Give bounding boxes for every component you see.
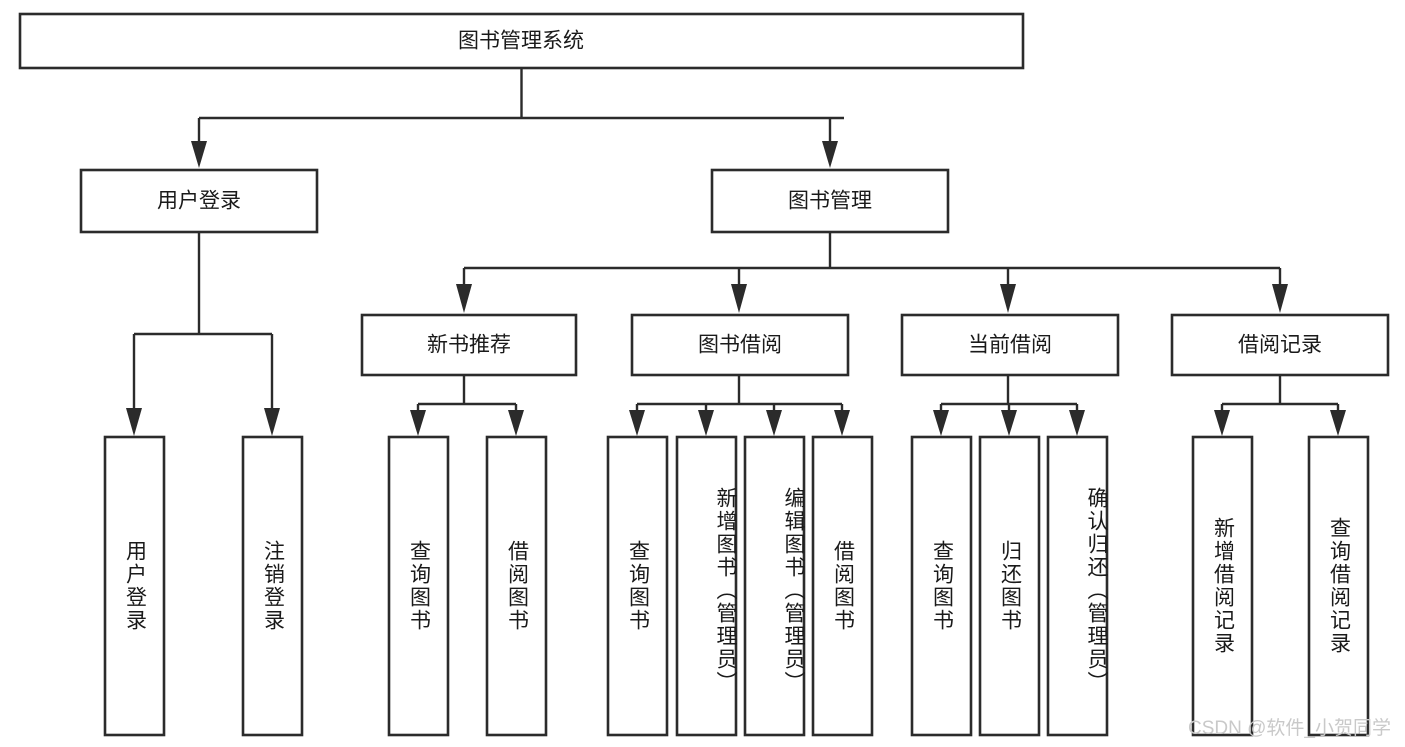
connector-borrowrecord-to-leaves bbox=[1214, 376, 1346, 436]
node-current-borrow-box[interactable] bbox=[900, 313, 1120, 377]
arrow-head-leaf-add-record bbox=[1214, 410, 1230, 436]
node-new-book-recommend-box[interactable] bbox=[360, 313, 578, 377]
arrow-head-leaf-return-book bbox=[1001, 410, 1017, 436]
arrow-head-leaf-logout-login bbox=[264, 408, 280, 436]
arrow-head-book-borrow bbox=[731, 284, 747, 313]
leaf-box-query-book-1[interactable] bbox=[387, 435, 450, 737]
csdn-watermark: CSDN @软件_小贺同学 bbox=[1188, 718, 1391, 739]
node-new-book-recommend[interactable]: 新书推荐 bbox=[360, 313, 578, 377]
leaf-box-logout-login[interactable] bbox=[241, 435, 304, 737]
node-book-manage[interactable]: 图书管理 bbox=[710, 168, 950, 234]
arrow-head-leaf-borrow-book-1 bbox=[508, 410, 524, 436]
arrow-head-leaf-query-record bbox=[1330, 410, 1346, 436]
leaf-box-return-book[interactable] bbox=[978, 435, 1041, 737]
node-current-borrow-label: 当前借阅 bbox=[968, 334, 1052, 357]
node-user-login-label: 用户登录 bbox=[157, 190, 241, 213]
arrow-head-user-login bbox=[191, 141, 207, 168]
connector-newbook-to-leaves bbox=[410, 376, 524, 436]
node-new-book-recommend-label: 新书推荐 bbox=[427, 334, 511, 357]
arrow-head-leaf-query-book-1 bbox=[410, 410, 426, 436]
node-book-manage-box[interactable] bbox=[710, 168, 950, 234]
arrow-head-leaf-user-login bbox=[126, 408, 142, 436]
connector-currentborrow-to-leaves bbox=[933, 376, 1085, 436]
node-book-borrow-label: 图书借阅 bbox=[698, 334, 782, 357]
arrow-head-leaf-confirm-return bbox=[1069, 410, 1085, 436]
connector-bookmanage-to-level3 bbox=[456, 233, 1288, 313]
arrow-head-leaf-borrow-book-2 bbox=[834, 410, 850, 436]
arrow-head-borrow-record bbox=[1272, 284, 1288, 313]
leaf-box-borrow-book-1[interactable] bbox=[485, 435, 548, 737]
node-user-login-box[interactable] bbox=[79, 168, 319, 234]
node-book-borrow-box[interactable] bbox=[630, 313, 850, 377]
leaf-box-query-record[interactable] bbox=[1307, 435, 1370, 737]
leaf-box-add-book[interactable] bbox=[675, 435, 738, 737]
connector-userlogin-to-leaves bbox=[126, 233, 280, 436]
leaf-box-query-book-2[interactable] bbox=[606, 435, 669, 737]
arrow-head-leaf-add-book bbox=[698, 410, 714, 436]
arrow-head-leaf-query-book-3 bbox=[933, 410, 949, 436]
arrow-head-leaf-edit-book bbox=[766, 410, 782, 436]
leaf-box-edit-book[interactable] bbox=[743, 435, 806, 737]
arrow-head-current-borrow bbox=[1000, 284, 1016, 313]
node-book-borrow[interactable]: 图书借阅 bbox=[630, 313, 850, 377]
leaf-box-confirm-return[interactable] bbox=[1046, 435, 1109, 737]
leaf-box-query-book-3[interactable] bbox=[910, 435, 973, 737]
arrow-head-new-book-recommend bbox=[456, 284, 472, 313]
node-root[interactable]: 图书管理系统 bbox=[18, 12, 1025, 70]
node-root-label: 图书管理系统 bbox=[458, 30, 584, 53]
node-borrow-record-box[interactable] bbox=[1170, 313, 1390, 377]
arrow-head-book-manage bbox=[822, 141, 838, 168]
arrow-head-leaf-query-book-2 bbox=[629, 410, 645, 436]
node-borrow-record-label: 借阅记录 bbox=[1238, 334, 1322, 357]
connector-root-to-level2 bbox=[191, 68, 844, 168]
leaf-box-user-login[interactable] bbox=[103, 435, 166, 737]
node-borrow-record[interactable]: 借阅记录 bbox=[1170, 313, 1390, 377]
leaf-box-add-record[interactable] bbox=[1191, 435, 1254, 737]
node-current-borrow[interactable]: 当前借阅 bbox=[900, 313, 1120, 377]
node-user-login[interactable]: 用户登录 bbox=[79, 168, 319, 234]
node-book-manage-label: 图书管理 bbox=[788, 190, 872, 213]
connector-bookborrow-to-leaves bbox=[629, 376, 850, 436]
node-root-box[interactable] bbox=[18, 12, 1025, 70]
leaf-box-borrow-book-2[interactable] bbox=[811, 435, 874, 737]
